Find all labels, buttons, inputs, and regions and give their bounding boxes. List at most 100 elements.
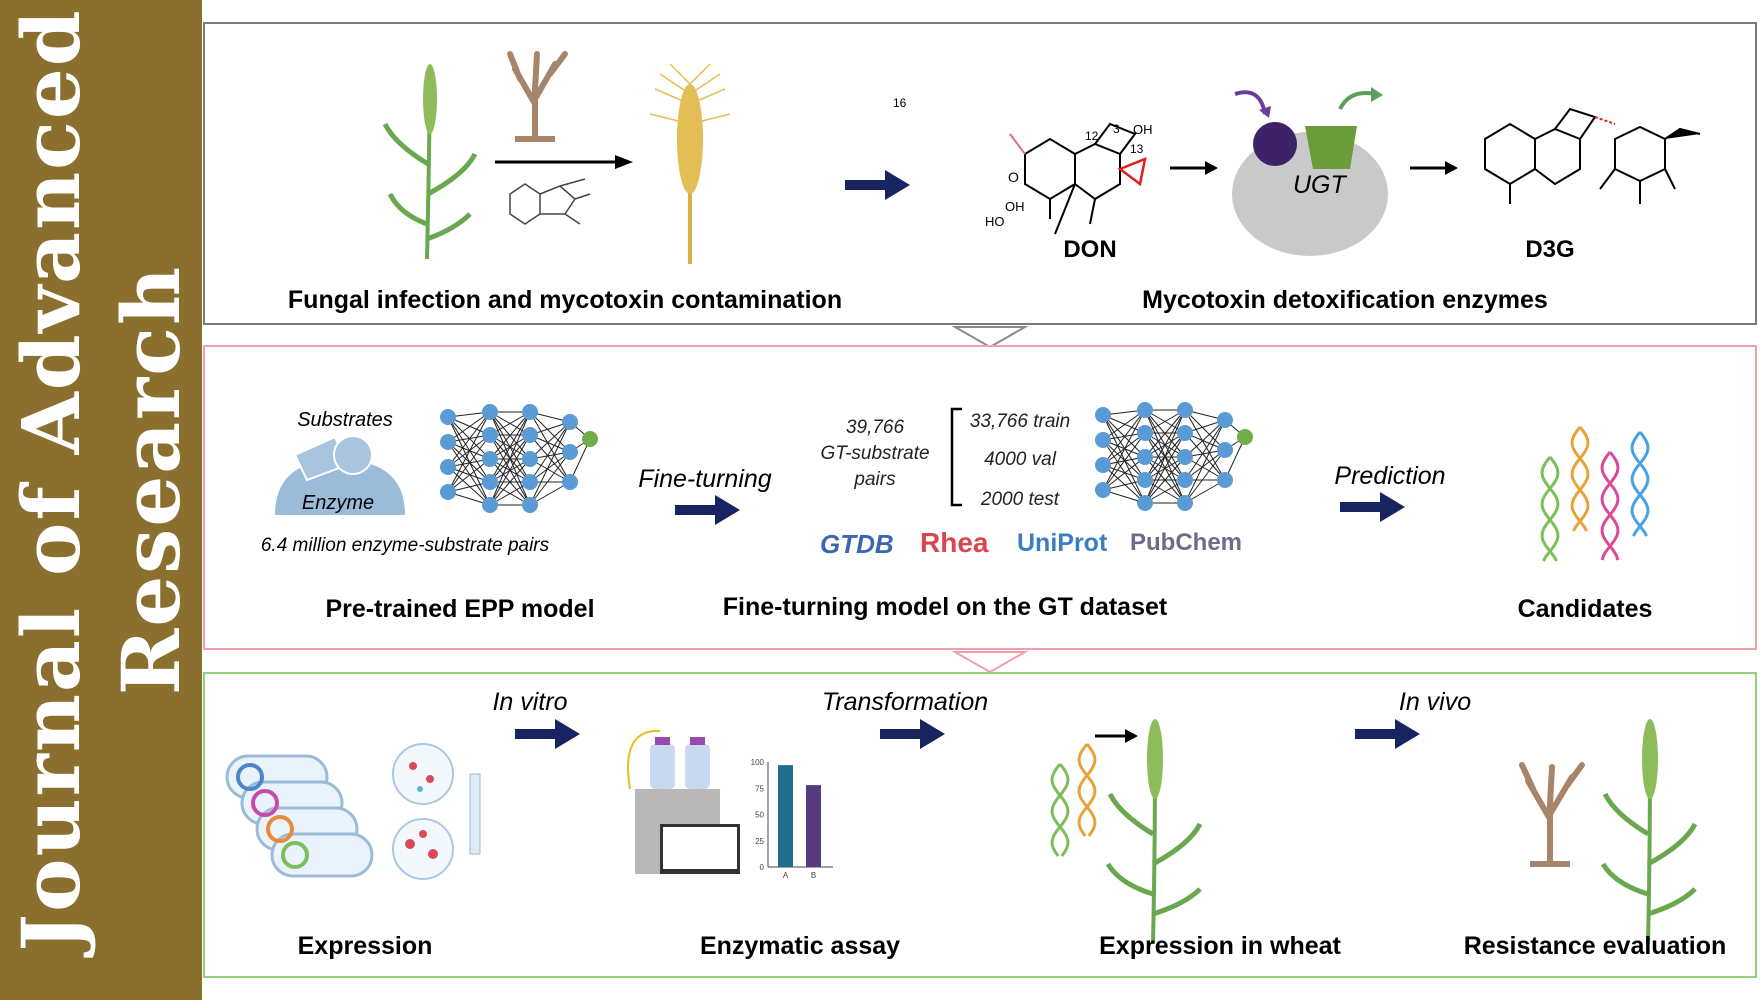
candidate-dna-icon bbox=[1540, 426, 1650, 562]
down-arrow-2 bbox=[951, 651, 1029, 674]
bar-B bbox=[806, 785, 821, 867]
substrates-label: Substrates bbox=[297, 409, 393, 431]
resistance-caption: Resistance evaluation bbox=[1463, 932, 1727, 960]
fungal-infection-caption: Fungal infection and mycotoxin contamina… bbox=[287, 286, 843, 314]
bacteria-plates-icon bbox=[225, 754, 374, 878]
dna-strand bbox=[1630, 431, 1650, 537]
dna-strand bbox=[1570, 426, 1590, 532]
enzymatic-assay-caption: Enzymatic assay bbox=[699, 932, 901, 960]
journal-title-line2: Research bbox=[104, 264, 198, 696]
network-node bbox=[482, 497, 498, 513]
network-node bbox=[562, 414, 578, 430]
network-node bbox=[1217, 442, 1233, 458]
y-tick-label: 50 bbox=[755, 811, 764, 820]
ugt-to-d3g-arrow bbox=[1410, 161, 1458, 175]
don-structure bbox=[1009, 122, 1147, 235]
dna-strand bbox=[1540, 456, 1560, 562]
network-node bbox=[1095, 482, 1111, 498]
dna-strand bbox=[1600, 451, 1620, 561]
don-ho: HO bbox=[985, 214, 1005, 229]
transgenic-wheat-icon bbox=[1105, 719, 1203, 945]
network-node bbox=[1137, 495, 1153, 511]
dna-strand bbox=[1077, 743, 1097, 837]
network-node bbox=[1177, 449, 1193, 465]
dna-strand bbox=[1600, 451, 1620, 561]
network-node bbox=[1177, 472, 1193, 488]
detox-enzymes-caption: Mycotoxin detoxification enzymes bbox=[1142, 286, 1548, 314]
y-tick-label: 100 bbox=[751, 758, 765, 767]
x-tick-label: A bbox=[783, 871, 789, 880]
hplc-instrument-icon bbox=[627, 729, 740, 874]
journal-sidebar: Journal of Advanced Research bbox=[0, 0, 202, 1000]
gt-pairs-line2: pairs bbox=[854, 469, 896, 490]
network-node bbox=[440, 459, 456, 475]
network-node bbox=[440, 409, 456, 425]
network-node bbox=[1137, 425, 1153, 441]
output-node bbox=[1237, 429, 1253, 445]
don-label: DON bbox=[1063, 236, 1117, 263]
gt-count: 39,766 bbox=[845, 417, 905, 438]
transgene-dna-icon bbox=[1050, 743, 1097, 857]
network-node bbox=[522, 497, 538, 513]
y-tick-label: 25 bbox=[755, 837, 764, 846]
dna-strand bbox=[1050, 763, 1070, 857]
network-node bbox=[562, 474, 578, 490]
fine-turning-label: Fine-turning bbox=[638, 465, 772, 493]
d3g-structure bbox=[1484, 107, 1701, 204]
y-tick-label: 0 bbox=[760, 863, 765, 872]
down-arrow-1 bbox=[951, 326, 1029, 349]
network-node bbox=[1095, 407, 1111, 423]
network-node bbox=[440, 434, 456, 450]
network-node bbox=[482, 474, 498, 490]
output-node bbox=[582, 431, 598, 447]
in-vitro-arrow bbox=[515, 719, 580, 749]
pretrained-caption: Pre-trained EPP model bbox=[325, 595, 595, 623]
network-node bbox=[522, 427, 538, 443]
pretrained-network-icon bbox=[440, 404, 598, 513]
panel-model-training: Substrates Enzyme 6.4 million enzyme-sub… bbox=[203, 345, 1757, 650]
resistant-wheat-icon bbox=[1600, 719, 1698, 945]
transformation-arrow bbox=[880, 719, 945, 749]
ugt-label: UGT bbox=[1293, 171, 1346, 199]
network-node bbox=[1177, 425, 1193, 441]
fungus-challenge-icon bbox=[1519, 762, 1585, 867]
finetune-network-icon bbox=[1095, 402, 1253, 511]
don-oh-1: OH bbox=[1133, 122, 1153, 137]
don-small-structure bbox=[509, 178, 591, 225]
journal-title: Journal of Advanced Research bbox=[1, 0, 201, 980]
transformation-label: Transformation bbox=[821, 688, 989, 716]
gt-pairs-line1: GT-substrate bbox=[820, 443, 930, 464]
protein-expression-icon bbox=[392, 743, 481, 880]
uniprot-logo: UniProt bbox=[1017, 529, 1108, 557]
ugt-enzyme-icon bbox=[1232, 87, 1388, 256]
network-node bbox=[1217, 412, 1233, 428]
network-node bbox=[1137, 402, 1153, 418]
d3g-label: D3G bbox=[1525, 236, 1575, 263]
network-node bbox=[1137, 472, 1153, 488]
enzyme-substrate-icon bbox=[275, 435, 405, 515]
bar-A bbox=[778, 765, 793, 867]
enzyme-label: Enzyme bbox=[301, 492, 375, 514]
x-tick-label: B bbox=[811, 871, 816, 880]
infected-wheat-icon bbox=[649, 63, 731, 264]
network-node bbox=[1095, 432, 1111, 448]
network-node bbox=[1177, 495, 1193, 511]
don-atom-12: 12 bbox=[1085, 129, 1099, 143]
prediction-arrow bbox=[1340, 492, 1405, 522]
don-atom-3: 3 bbox=[1113, 122, 1120, 136]
prediction-label: Prediction bbox=[1334, 462, 1446, 490]
pubchem-logo: PubChem bbox=[1130, 529, 1243, 556]
don-atom-16: 16 bbox=[893, 96, 907, 110]
expression-caption: Expression bbox=[297, 932, 433, 960]
network-node bbox=[482, 451, 498, 467]
fungus-icon bbox=[507, 51, 568, 142]
don-atom-13: 13 bbox=[1130, 142, 1144, 156]
test-split: 2000 test bbox=[980, 489, 1060, 510]
panel-fungal-infection: 16 12 3 13 OH OH HO O DON UGT D3G Fungal… bbox=[203, 22, 1757, 325]
journal-title-line1: Journal of Advanced bbox=[4, 8, 98, 952]
infection-arrow bbox=[495, 155, 633, 169]
network-node bbox=[522, 474, 538, 490]
in-vitro-label: In vitro bbox=[492, 688, 568, 716]
